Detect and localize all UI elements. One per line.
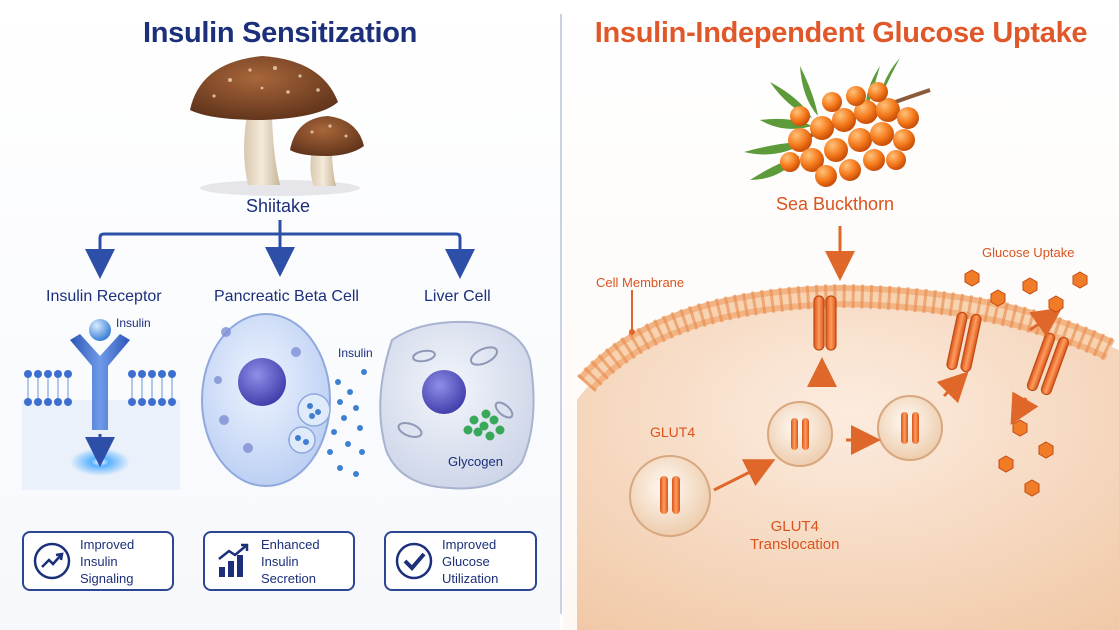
outcome-text-utilization: Improved Glucose Utilization	[442, 536, 535, 587]
outcome-line1: Improved Glucose	[442, 536, 497, 569]
outcome-line2: Insulin Signaling	[80, 553, 134, 586]
outcome-line1: Enhanced	[261, 536, 320, 552]
translocation-arrows	[713, 307, 1063, 492]
right-title: Insulin-Independent Glucose Uptake	[594, 17, 1088, 49]
trend-up-icon	[33, 542, 71, 580]
target-label-insulin-receptor: Insulin Receptor	[46, 288, 162, 305]
outcome-card-secretion: Enhanced Insulin Secretion	[203, 531, 355, 591]
outcome-card-signaling: Improved Insulin Signaling	[22, 531, 174, 591]
glut4-label: GLUT4	[650, 424, 696, 440]
outcome-card-utilization: Improved Glucose Utilization	[384, 531, 537, 591]
liver-cell-illustration	[379, 320, 535, 490]
membrane-channels	[813, 295, 1070, 396]
outcome-line2: Utilization	[442, 570, 499, 586]
outcome-line1: Improved	[80, 536, 135, 552]
bar-chart-icon	[218, 543, 249, 577]
beta-insulin-label: Insulin	[338, 346, 373, 360]
glucose-uptake-label: Glucose Uptake	[982, 245, 1075, 260]
outcome-line2: Insulin Secretion	[261, 553, 316, 586]
left-diagram	[22, 56, 535, 490]
panel-divider	[560, 14, 562, 614]
branch-arrows	[85, 220, 475, 279]
receptor-insulin-label: Insulin	[116, 316, 151, 330]
glycogen-label: Glycogen	[448, 454, 503, 469]
checkmark-icon	[395, 542, 433, 580]
sea-buckthorn-illustration	[744, 58, 931, 187]
outcome-text-signaling: Improved Insulin Signaling	[80, 536, 172, 587]
shiitake-label: Shiitake	[246, 196, 311, 216]
target-label-liver-cell: Liver Cell	[424, 288, 491, 305]
cell-membrane-label: Cell Membrane	[596, 275, 685, 290]
translocation-label: GLUT4 Translocation	[750, 518, 840, 554]
target-label-beta-cell: Pancreatic Beta Cell	[214, 288, 359, 305]
glucose-molecules	[964, 269, 1088, 497]
sea-buckthorn-label: Sea Buckthorn	[776, 194, 895, 214]
shiitake-illustration	[190, 56, 364, 196]
insulin-receptor-illustration	[22, 319, 180, 490]
outcome-text-secretion: Enhanced Insulin Secretion	[261, 536, 353, 587]
left-title: Insulin Sensitization	[142, 17, 418, 49]
beta-cell-illustration	[201, 313, 367, 487]
translocation-line2: Translocation	[750, 536, 840, 553]
translocation-line1: GLUT4	[770, 518, 819, 535]
